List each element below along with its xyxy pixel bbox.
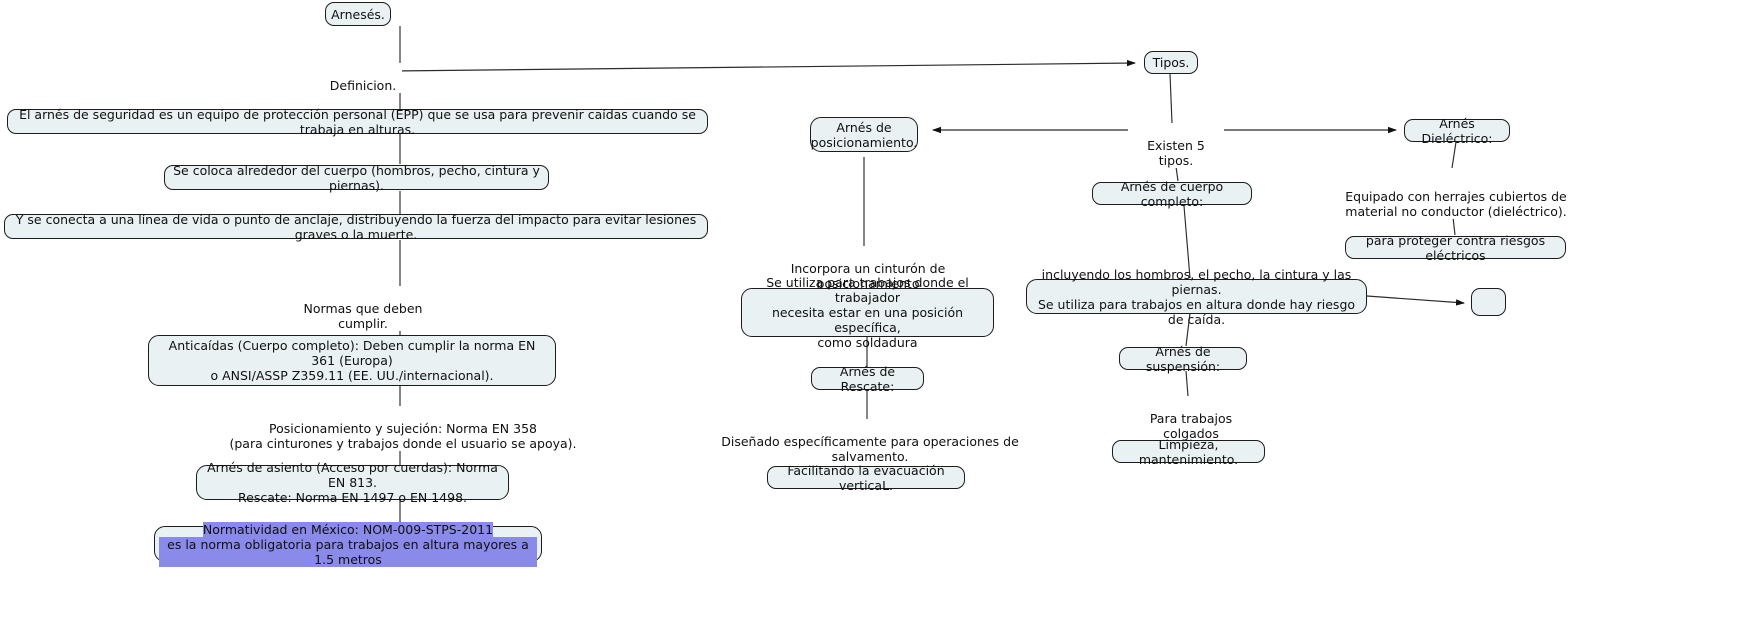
link-label-normas[interactable]: Normas que deben cumplir. [280, 286, 446, 331]
link-label-cinturon-posicionamiento[interactable]: Incorpora un cinturón de posicionamiento [750, 246, 986, 291]
node-normatividad-mexico-line2: es la norma obligatoria para trabajos en… [159, 536, 537, 567]
link-label-salvamento-text: Diseñado específicamente para operacione… [721, 434, 1019, 464]
node-normatividad-mexico[interactable]: Normatividad en México: NOM-009-STPS-201… [154, 521, 542, 567]
link-label-existen-5-tipos-text: Existen 5 tipos. [1147, 138, 1205, 168]
node-colocacion-cuerpo-label: Se coloca alrededor del cuerpo (hombros,… [173, 162, 540, 193]
link-label-existen-5-tipos[interactable]: Existen 5 tipos. [1128, 123, 1224, 168]
node-tipos[interactable]: Tipos. [1144, 51, 1198, 74]
node-uso-posicionamiento-label: Se utiliza para trabajos donde el trabaj… [766, 275, 969, 350]
link-label-definicion[interactable]: Definicion. [324, 63, 402, 93]
edge-desc-emptybox [1366, 295, 1465, 306]
node-arnes-suspension[interactable]: Arnés de suspensión: [1119, 344, 1247, 374]
node-definicion-descripcion-label: El arnés de seguridad es un equipo de pr… [19, 106, 696, 137]
node-tipos-label: Tipos. [1152, 55, 1190, 70]
node-arnes-suspension-label: Arnés de suspensión: [1145, 343, 1221, 374]
node-evacuacion-vertical[interactable]: Facilitando la evacuación verticaL. [767, 463, 965, 493]
node-arnes-cuerpo-completo-label: Arnés de cuerpo completo: [1120, 178, 1224, 209]
link-label-trabajos-colgados-text: Para trabajos colgados [1149, 411, 1233, 441]
node-anticaidas-normas[interactable]: Anticaídas (Cuerpo completo): Deben cump… [148, 335, 556, 386]
link-label-trabajos-colgados[interactable]: Para trabajos colgados [1118, 396, 1264, 441]
edge-tipos-existen [1169, 73, 1173, 124]
node-linea-de-vida-label: Y se conecta a una línea de vida o punto… [15, 211, 697, 242]
node-arnes-rescate-label: Arnés de Rescate: [839, 363, 896, 394]
link-label-herrajes-dielectricos[interactable]: Equipado con herrajes cubiertos de mater… [1340, 174, 1572, 219]
node-colocacion-cuerpo[interactable]: Se coloca alrededor del cuerpo (hombros,… [164, 162, 549, 193]
link-label-cinturon-posicionamiento-text: Incorpora un cinturón de posicionamiento [790, 261, 946, 291]
edge-dielectrico-herrajes [1451, 141, 1457, 169]
node-arnes-asiento-normas[interactable]: Arnés de asiento (Acceso por cuerdas): N… [196, 460, 509, 505]
node-uso-posicionamiento[interactable]: Se utiliza para trabajos donde el trabaj… [741, 275, 994, 350]
node-arnes-rescate[interactable]: Arnés de Rescate: [811, 364, 924, 394]
node-anticaidas-normas-label: Anticaídas (Cuerpo completo): Deben cump… [168, 338, 536, 383]
link-label-normas-text: Normas que deben cumplir. [303, 301, 423, 331]
link-label-salvamento[interactable]: Diseñado específicamente para operacione… [704, 419, 1036, 464]
node-root[interactable]: Arnesés. [325, 2, 391, 26]
node-cuerpo-completo-descripcion[interactable]: incluyendo los hombros, el pecho, la cin… [1026, 267, 1367, 327]
node-arnes-posicionamiento[interactable]: Arnés de posicionamiento. [810, 117, 918, 152]
link-label-posicionamiento-norma[interactable]: Posicionamiento y sujeción: Norma EN 358… [205, 406, 601, 451]
node-proteccion-riesgos-electricos[interactable]: para proteger contra riesgos eléctricos [1345, 233, 1566, 263]
node-arnes-dielectrico-label: Arnés Dieléctrico: [1421, 115, 1493, 146]
node-evacuacion-vertical-label: Facilitando la evacuación verticaL. [787, 462, 945, 493]
node-limpieza-mantenimiento-label: Limpieza, mantenimiento. [1138, 436, 1239, 467]
node-normatividad-mexico-line1: Normatividad en México: NOM-009-STPS-201… [202, 521, 494, 537]
node-limpieza-mantenimiento[interactable]: Limpieza, mantenimiento. [1112, 437, 1265, 467]
node-root-label: Arnesés. [331, 6, 385, 22]
node-arnes-cuerpo-completo[interactable]: Arnés de cuerpo completo: [1092, 179, 1252, 209]
node-proteccion-riesgos-electricos-label: para proteger contra riesgos eléctricos [1365, 232, 1546, 263]
node-cuerpo-completo-descripcion-label: incluyendo los hombros, el pecho, la cin… [1037, 266, 1356, 327]
link-label-herrajes-dielectricos-text: Equipado con herrajes cubiertos de mater… [1345, 189, 1567, 219]
edge-suspension-colgados [1185, 370, 1189, 397]
node-definicion-descripcion[interactable]: El arnés de seguridad es un equipo de pr… [7, 106, 708, 137]
link-label-definicion-text: Definicion. [329, 78, 397, 93]
node-linea-de-vida[interactable]: Y se conecta a una línea de vida o punto… [4, 211, 708, 242]
node-arnes-posicionamiento-label: Arnés de posicionamiento. [810, 119, 918, 150]
link-label-posicionamiento-norma-text: Posicionamiento y sujeción: Norma EN 358… [229, 421, 577, 451]
node-arnes-asiento-normas-label: Arnés de asiento (Acceso por cuerdas): N… [207, 460, 498, 505]
node-empty-placeholder[interactable] [1471, 288, 1506, 316]
node-arnes-dielectrico[interactable]: Arnés Dieléctrico: [1404, 116, 1510, 146]
edge-definicion-tipos [391, 59, 1136, 72]
